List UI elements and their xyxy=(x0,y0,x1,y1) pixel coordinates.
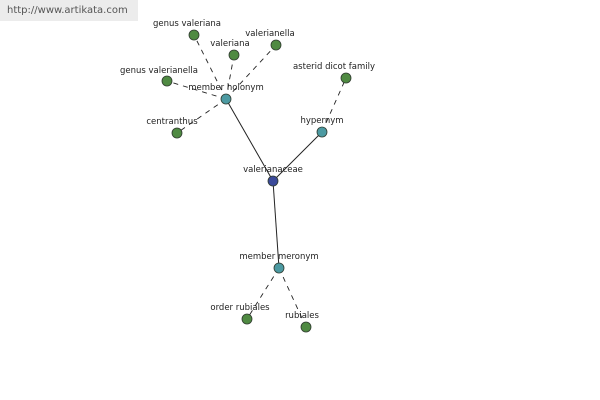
node-circle-genus-valeriana[interactable] xyxy=(188,29,200,41)
edge-valerianaceae-to-hypernym xyxy=(272,131,323,182)
node-label-member-holonym: member holonym xyxy=(188,83,263,93)
node-label-rubiales: rubiales xyxy=(285,311,319,321)
node-order-rubiales[interactable]: order rubiales xyxy=(210,303,270,325)
edge-member-holonym-to-centranthus xyxy=(176,98,227,134)
node-rubiales[interactable]: rubiales xyxy=(285,311,320,333)
node-centranthus[interactable]: centranthus xyxy=(146,117,198,139)
node-circle-order-rubiales[interactable] xyxy=(241,313,253,325)
node-label-genus-valeriana: genus valeriana xyxy=(153,19,221,29)
node-circle-valerianella[interactable] xyxy=(270,39,282,51)
nodes-layer: valerianaceae member holonym hypernym membe… xyxy=(120,19,375,333)
node-label-valerianaceae: valerianaceae xyxy=(243,165,303,175)
node-asterid-dicot-family[interactable]: asterid dicot family xyxy=(293,62,375,84)
edge-member-meronym-to-rubiales xyxy=(278,267,307,328)
node-label-member-meronym: member meronym xyxy=(239,252,318,262)
edge-member-holonym-to-valeriana xyxy=(225,54,235,100)
node-hypernym[interactable]: hypernym xyxy=(300,116,344,138)
node-member-meronym[interactable]: member meronym xyxy=(239,252,319,274)
node-circle-member-meronym[interactable] xyxy=(273,262,285,274)
node-circle-hypernym[interactable] xyxy=(316,126,328,138)
node-circle-genus-valerianella[interactable] xyxy=(161,75,173,87)
edge-member-holonym-to-genus-valerianella xyxy=(166,80,227,100)
node-genus-valeriana[interactable]: genus valeriana xyxy=(153,19,221,41)
edge-valerianaceae-to-member-meronym xyxy=(272,180,280,269)
node-label-valerianella: valerianella xyxy=(245,29,294,39)
node-circle-valerianaceae[interactable] xyxy=(267,175,279,187)
node-circle-valeriana[interactable] xyxy=(228,49,240,61)
edges-layer xyxy=(166,34,347,328)
node-label-asterid-dicot-family: asterid dicot family xyxy=(293,62,375,72)
edge-valerianaceae-to-member-holonym xyxy=(225,98,274,182)
node-valerianaceae[interactable]: valerianaceae xyxy=(243,165,303,187)
node-valerianella[interactable]: valerianella xyxy=(245,29,295,51)
node-label-genus-valerianella: genus valerianella xyxy=(120,66,198,76)
edge-member-holonym-to-genus-valeriana xyxy=(193,34,227,100)
node-circle-centranthus[interactable] xyxy=(171,127,183,139)
node-label-valeriana: valeriana xyxy=(210,39,250,49)
node-label-order-rubiales: order rubiales xyxy=(210,303,270,313)
node-circle-rubiales[interactable] xyxy=(300,321,312,333)
node-member-holonym[interactable]: member holonym xyxy=(188,83,264,105)
node-genus-valerianella[interactable]: genus valerianella xyxy=(120,66,198,87)
node-circle-asterid-dicot-family[interactable] xyxy=(340,72,352,84)
watermark-url: http://www.artikata.com xyxy=(0,0,138,21)
edge-member-meronym-to-order-rubiales xyxy=(246,267,280,320)
node-label-centranthus: centranthus xyxy=(146,117,198,127)
node-circle-member-holonym[interactable] xyxy=(220,93,232,105)
edge-member-holonym-to-valerianella xyxy=(225,44,277,100)
node-label-hypernym: hypernym xyxy=(300,116,343,126)
node-valeriana[interactable]: valeriana xyxy=(210,39,250,61)
